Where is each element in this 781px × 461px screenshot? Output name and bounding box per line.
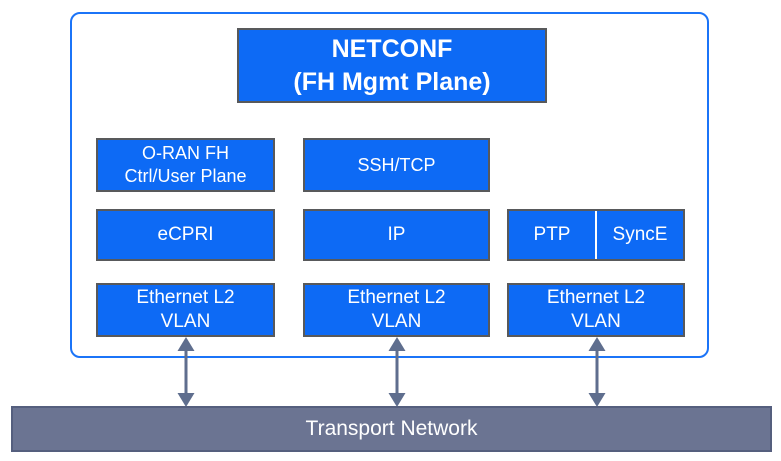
ethernet-l2-vlan-box-1: Ethernet L2 VLAN <box>96 283 275 337</box>
ptp-synce-box: PTP SyncE <box>507 209 685 261</box>
netconf-box: NETCONF (FH Mgmt Plane) <box>237 28 547 103</box>
ethernet-l2-vlan-box-3: Ethernet L2 VLAN <box>507 283 685 337</box>
synce-cell: SyncE <box>612 224 668 245</box>
ecpri-box: eCPRI <box>96 209 275 261</box>
transport-network-bar: Transport Network <box>11 406 772 452</box>
ptp-synce-divider <box>595 211 597 259</box>
ptp-cell: PTP <box>533 224 571 245</box>
double-headed-arrow-icon-2 <box>387 337 407 407</box>
ssh-tcp-box: SSH/TCP <box>303 138 490 192</box>
ethernet-l2-vlan-box-2: Ethernet L2 VLAN <box>303 283 490 337</box>
double-headed-arrow-icon-3 <box>587 337 607 407</box>
double-headed-arrow-icon-1 <box>176 337 196 407</box>
ip-box: IP <box>303 209 490 261</box>
oran-fh-ctrl-user-plane-box: O-RAN FH Ctrl/User Plane <box>96 138 275 192</box>
